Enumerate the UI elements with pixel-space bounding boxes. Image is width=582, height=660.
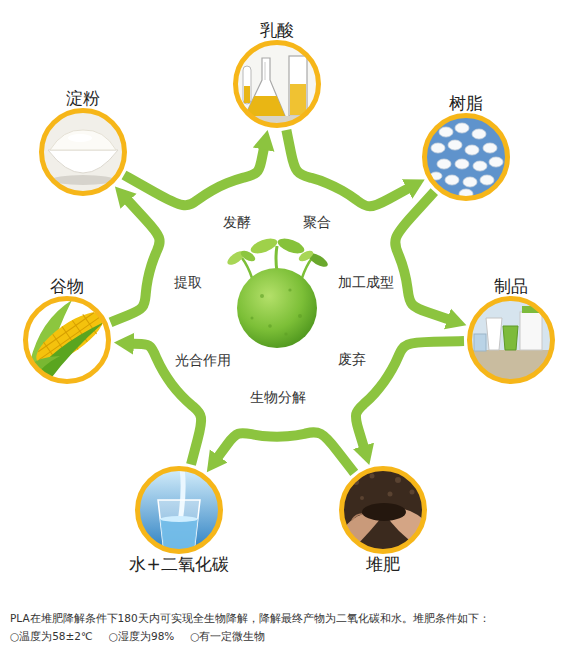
node-heading: 制品 xyxy=(494,275,528,297)
step-label: 聚合 xyxy=(303,213,331,231)
condition-list: ○温度为58±2℃ ○湿度为98% ○有一定微生物 xyxy=(10,628,572,644)
process-circle: 乳酸 xyxy=(233,40,321,128)
step-label: 废弃 xyxy=(338,350,366,368)
cycle-arrow xyxy=(124,148,264,205)
flask-picture xyxy=(235,42,319,126)
starch-picture xyxy=(41,110,125,194)
node-heading: 谷物 xyxy=(50,275,84,297)
node-heading: 树脂 xyxy=(449,92,483,114)
node-heading: 乳酸 xyxy=(260,19,294,41)
process-circle: 树脂 xyxy=(422,113,510,201)
process-circle: 水+二氧化碳 xyxy=(135,466,223,554)
cycle-arrow xyxy=(356,341,464,448)
condition-note: ○温度为58±2℃ xyxy=(10,628,93,644)
products-picture xyxy=(469,298,553,382)
process-circle: 淀粉 xyxy=(39,108,127,196)
step-label: 光合作用 xyxy=(175,351,231,369)
process-circle: 堆肥 xyxy=(339,466,427,554)
node-heading: 堆肥 xyxy=(366,553,400,575)
condition-note: ○湿度为98% xyxy=(109,628,175,644)
corn-picture xyxy=(22,298,111,388)
step-label: 发酵 xyxy=(223,213,251,231)
step-label: 提取 xyxy=(174,273,202,291)
water-picture xyxy=(137,468,221,552)
cycle-arrow xyxy=(218,432,355,473)
soil-picture xyxy=(341,468,425,552)
step-label: 加工成型 xyxy=(338,273,394,291)
caption-text: PLA在堆肥降解条件下180天内可实现全生物降解，降解最终产物为二氧化碳和水。堆… xyxy=(10,610,572,626)
cycle-arrow xyxy=(395,192,449,320)
cycle-arrow xyxy=(286,130,409,206)
process-circle: 制品 xyxy=(467,296,555,384)
cycle-arrow xyxy=(111,200,160,323)
step-label: 生物分解 xyxy=(250,388,306,406)
node-heading: 水+二氧化碳 xyxy=(129,553,228,575)
condition-note: ○有一定微生物 xyxy=(190,628,265,644)
pellets-picture xyxy=(424,115,508,199)
node-heading: 淀粉 xyxy=(66,87,100,109)
sprout-ball xyxy=(225,236,330,348)
process-circle: 谷物 xyxy=(23,296,111,384)
